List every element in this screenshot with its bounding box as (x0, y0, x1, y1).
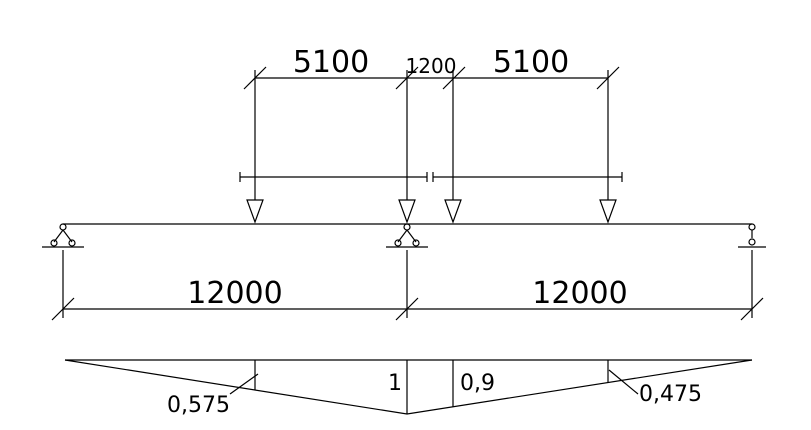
load-arrow-icon (444, 199, 462, 224)
right-roller-support-icon (738, 223, 766, 248)
dimension-tick (740, 297, 764, 321)
right-span-label: 12000 (532, 276, 627, 311)
leader-line (229, 373, 259, 395)
load-group-line (239, 172, 623, 182)
load-spacing-dimensions: 5100 1200 5100 (243, 45, 620, 200)
middle-load-spacing-label: 1200 (406, 54, 457, 78)
left-span-label: 12000 (187, 276, 282, 311)
load-arrow-icon (599, 199, 617, 224)
middle-pin-support-icon (386, 223, 428, 248)
influence-line-diagram: 0,575 1 0,9 0,475 (64, 359, 753, 418)
ordinate-support-label: 1 (388, 371, 402, 396)
ordinate-right-load-label: 0,475 (639, 382, 702, 407)
dimension-tick (395, 297, 419, 321)
ordinate-after-support-label: 0,9 (460, 371, 495, 396)
dimension-tick (51, 297, 75, 321)
dimension-tick (442, 66, 466, 90)
left-pin-support-icon (42, 223, 84, 248)
point-load-arrows (246, 199, 617, 224)
load-arrow-icon (398, 199, 416, 224)
ordinate-left-load-label: 0,575 (167, 393, 230, 418)
right-load-spacing-label: 5100 (493, 45, 569, 80)
load-arrow-icon (246, 199, 264, 224)
leader-line (608, 369, 639, 395)
span-dimensions: 12000 12000 (51, 250, 764, 321)
left-load-spacing-label: 5100 (293, 45, 369, 80)
